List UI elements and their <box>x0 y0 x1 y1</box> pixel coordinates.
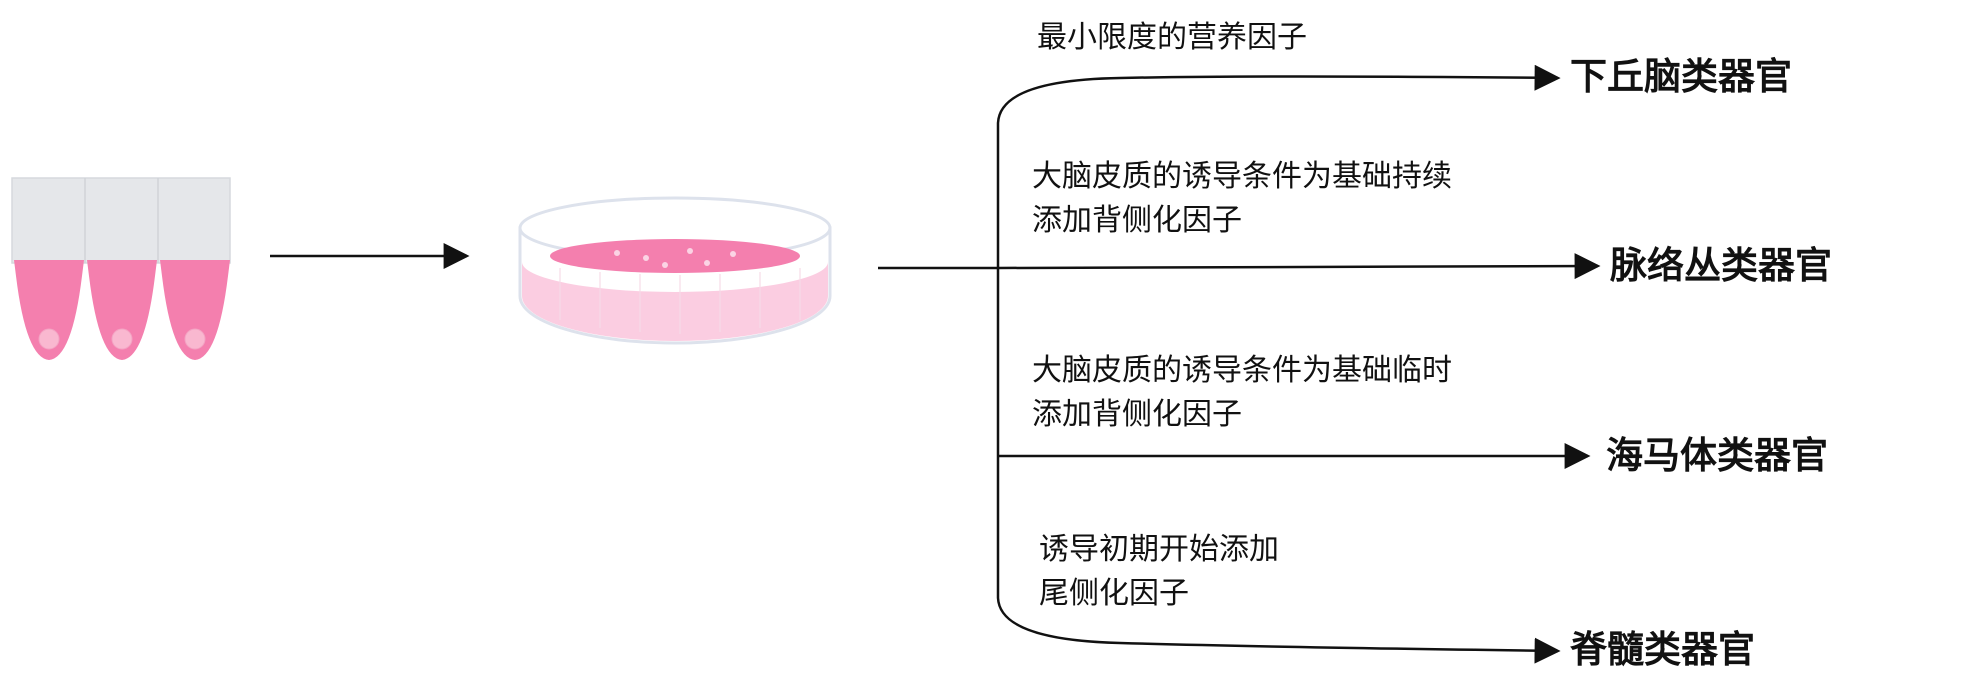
condition-line: 添加背侧化因子 <box>1032 203 1242 238</box>
tube-2 <box>87 260 157 360</box>
condition-line: 最小限度的营养因子 <box>1037 20 1307 55</box>
outcome-hippocampus-organoid: 海马体类器官 <box>1606 434 1828 477</box>
tube-strip <box>11 177 231 360</box>
culture-medium <box>550 239 800 273</box>
branch-arrow-hypothalamus <box>996 64 1561 124</box>
tube-3 <box>160 260 230 360</box>
condition-hypothalamus: 最小限度的营养因子 <box>1037 16 1307 60</box>
condition-line: 大脑皮质的诱导条件为基础临时 <box>1032 353 1452 388</box>
condition-line: 大脑皮质的诱导条件为基础持续 <box>1032 159 1452 194</box>
outcome-choroid-plexus-organoid: 脉络丛类器官 <box>1610 244 1832 287</box>
condition-hippocampus: 大脑皮质的诱导条件为基础临时 添加背侧化因子 <box>1032 349 1452 437</box>
tube-1 <box>14 260 84 360</box>
outcome-spinal-cord-organoid: 脊髓类器官 <box>1570 628 1755 671</box>
culture-dish <box>518 196 832 345</box>
outcome-hypothalamus-organoid: 下丘脑类器官 <box>1570 55 1792 98</box>
condition-line: 添加背侧化因子 <box>1032 397 1242 432</box>
condition-line: 尾侧化因子 <box>1039 576 1189 611</box>
condition-spinal-cord: 诱导初期开始添加 尾侧化因子 <box>1039 528 1279 616</box>
branch-arrow-spinal-cord <box>996 597 1561 664</box>
branch-arrow-choroid-plexus <box>997 253 1601 280</box>
cell-aggregates <box>614 248 736 268</box>
condition-choroid-plexus: 大脑皮质的诱导条件为基础持续 添加背侧化因子 <box>1032 155 1452 243</box>
condition-line: 诱导初期开始添加 <box>1039 532 1279 567</box>
